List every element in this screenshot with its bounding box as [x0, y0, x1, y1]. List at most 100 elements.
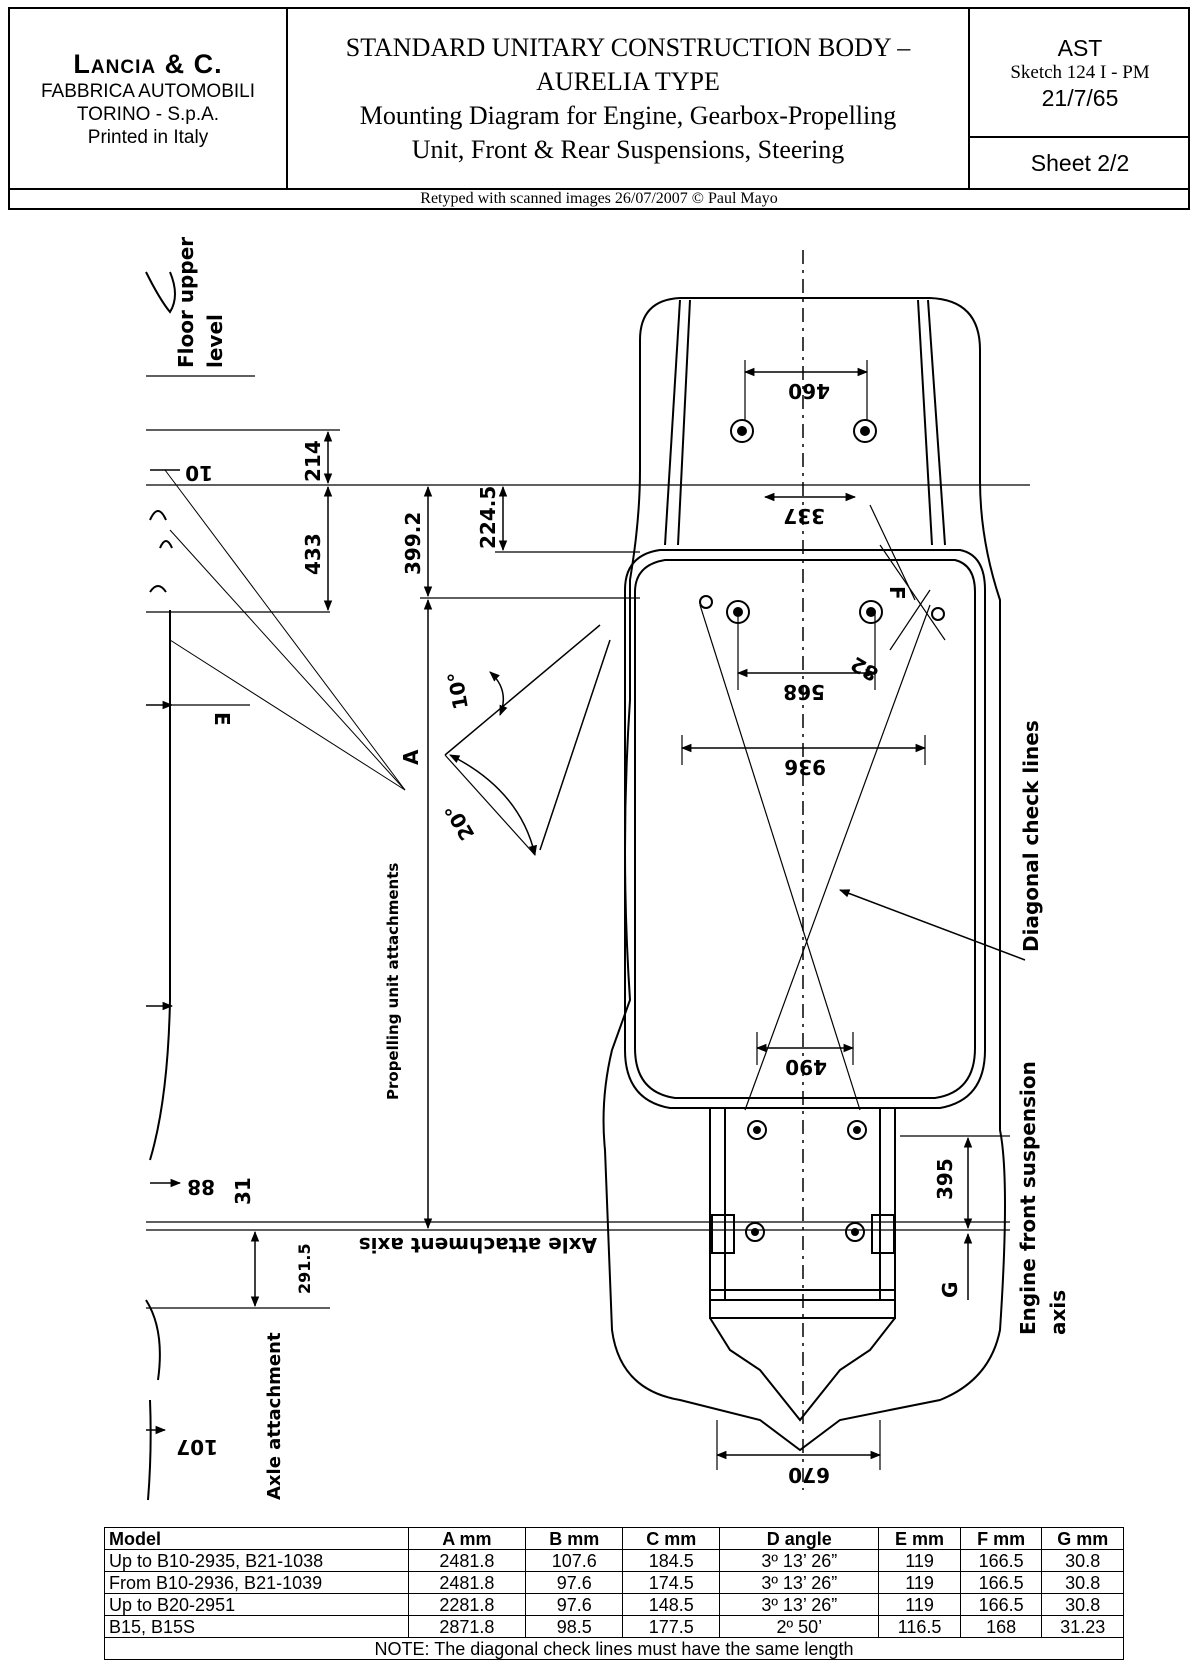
dim-label-31: 31	[231, 1177, 255, 1205]
table-cell: 30.8	[1041, 1571, 1124, 1594]
table-cell: 30.8	[1041, 1593, 1124, 1616]
mount-point	[726, 600, 750, 624]
dim-label-936: 936	[784, 755, 826, 779]
angle-arc-10	[489, 671, 508, 716]
table-cell: 97.6	[525, 1593, 624, 1616]
table-row: Up to B20-2951 2281.8 97.6 148.5 3º 13’ …	[104, 1593, 1124, 1616]
company-line: TORINO - S.p.A.	[76, 104, 220, 125]
table-header: Model	[104, 1527, 409, 1550]
table-cell: 3º 13’ 26”	[719, 1571, 880, 1594]
side-profile-bumps	[149, 510, 173, 593]
mount-point	[730, 419, 754, 443]
table-row: B15, B15S 2871.8 98.5 177.5 2º 50’ 116.5…	[104, 1615, 1124, 1638]
table-cell: 177.5	[622, 1615, 721, 1638]
axle-attachment-label: Axle attachment	[264, 1332, 285, 1500]
leader-line	[169, 529, 406, 791]
mount-point	[845, 1222, 865, 1242]
table-cell: 107.6	[525, 1549, 624, 1572]
propelling-unit-label: Propelling unit attachments	[384, 863, 402, 1100]
f-leader-3	[889, 589, 931, 651]
table-cell: 174.5	[622, 1571, 721, 1594]
dim-label-20deg: 20°	[440, 800, 480, 845]
mount-point	[745, 1222, 765, 1242]
mounting-diagram: Floor upper level Propelling unit attach…	[145, 237, 1070, 1501]
mount-point	[747, 1120, 767, 1140]
table-header: A mm	[407, 1527, 527, 1550]
side-profile-lower	[145, 999, 171, 1501]
body-inner-compartment-2	[634, 559, 976, 1099]
title-line: AURELIA TYPE	[536, 66, 720, 96]
reference-cell: AST Sketch 124 I - PM 21/7/65 Sheet 2/2	[968, 9, 1190, 188]
company-line: Printed in Italy	[87, 127, 209, 148]
dim-label-337: 337	[783, 504, 825, 528]
document-date: 21/7/65	[1041, 84, 1119, 111]
document-title: STANDARD UNITARY CONSTRUCTION BODY – AUR…	[288, 9, 968, 188]
table-header: F mm	[959, 1527, 1043, 1550]
table-cell: 2481.8	[407, 1571, 527, 1594]
letter-e: E	[210, 712, 234, 726]
letter-a: A	[399, 749, 423, 765]
letter-f: F	[885, 586, 909, 600]
dim-label-82: 82	[846, 652, 882, 687]
side-profile-top-curve	[145, 271, 176, 314]
table-note: NOTE: The diagonal check lines must have…	[104, 1637, 1124, 1660]
model-spec-table: Model A mm B mm C mm D angle E mm F mm G…	[104, 1527, 1124, 1660]
table-header: B mm	[525, 1527, 624, 1550]
table-header: G mm	[1041, 1527, 1124, 1550]
dim-label-291: 291.5	[295, 1243, 314, 1294]
engine-front-suspension-axis-label: axis	[1046, 1290, 1070, 1335]
body-inner-upper-left-2	[677, 299, 691, 546]
floor-upper-level-label: Floor upper	[174, 237, 198, 368]
diagonal-check-line	[744, 604, 931, 1111]
dim-label-10: 10	[185, 461, 213, 485]
f-leader-2	[879, 544, 946, 641]
table-header-row: Model A mm B mm C mm D angle E mm F mm G…	[104, 1527, 1124, 1550]
rear-subframe	[709, 1108, 896, 1319]
table-cell: 119	[878, 1571, 961, 1594]
diagonal-check-leader	[839, 889, 1026, 961]
table-cell: B15, B15S	[104, 1615, 409, 1638]
mount-point	[853, 419, 877, 443]
table-row: From B10-2936, B21-1039 2481.8 97.6 174.…	[104, 1571, 1124, 1594]
table-cell: From B10-2936, B21-1039	[104, 1571, 409, 1594]
table-cell: 119	[878, 1549, 961, 1572]
dim-label-395: 395	[933, 1158, 957, 1200]
floor-upper-level-label: level	[203, 314, 227, 368]
angle-line	[539, 639, 611, 851]
dim-label-670: 670	[788, 1463, 830, 1487]
dim-label-460: 460	[788, 379, 830, 403]
body-inner-upper-right-2	[917, 299, 933, 546]
company-cell: Lancia & C. FABBRICA AUTOMOBILI TORINO -…	[10, 9, 288, 188]
table-cell: 2281.8	[407, 1593, 527, 1616]
table-header: E mm	[878, 1527, 961, 1550]
table-cell: 97.6	[525, 1571, 624, 1594]
leader-line	[169, 639, 406, 791]
table-cell: 3º 13’ 26”	[719, 1593, 880, 1616]
sheet-number: Sheet 2/2	[1030, 149, 1130, 176]
axle-attachment-axis-label: Axle attachment axis	[359, 1233, 597, 1257]
bracket	[711, 1214, 735, 1254]
table-cell: 2º 50’	[719, 1615, 880, 1638]
angle-arc-20	[449, 754, 537, 857]
body-inner-upper-right	[927, 299, 946, 546]
engine-front-suspension-axis-label: Engine front suspension	[1016, 1061, 1040, 1335]
title-block-main: Lancia & C. FABBRICA AUTOMOBILI TORINO -…	[10, 9, 1190, 190]
letter-g: G	[938, 1282, 962, 1298]
table-cell: 168	[959, 1615, 1043, 1638]
table-cell: 166.5	[959, 1549, 1043, 1572]
bracket	[871, 1214, 895, 1254]
angle-line	[444, 624, 601, 756]
table-cell: 98.5	[525, 1615, 624, 1638]
table-cell: 3º 13’ 26”	[719, 1549, 880, 1572]
table-cell: Up to B20-2951	[104, 1593, 409, 1616]
body-inner-compartment	[624, 549, 986, 1109]
document-code: AST	[1057, 34, 1103, 61]
table-header: D angle	[719, 1527, 880, 1550]
table-cell: 166.5	[959, 1593, 1043, 1616]
company-line: FABBRICA AUTOMOBILI	[41, 81, 255, 102]
dim-label-88: 88	[187, 1175, 215, 1199]
table-cell: 119	[878, 1593, 961, 1616]
title-line: STANDARD UNITARY CONSTRUCTION BODY –	[345, 32, 911, 62]
dim-label-107: 107	[176, 1435, 218, 1459]
table-cell: 148.5	[622, 1593, 721, 1616]
